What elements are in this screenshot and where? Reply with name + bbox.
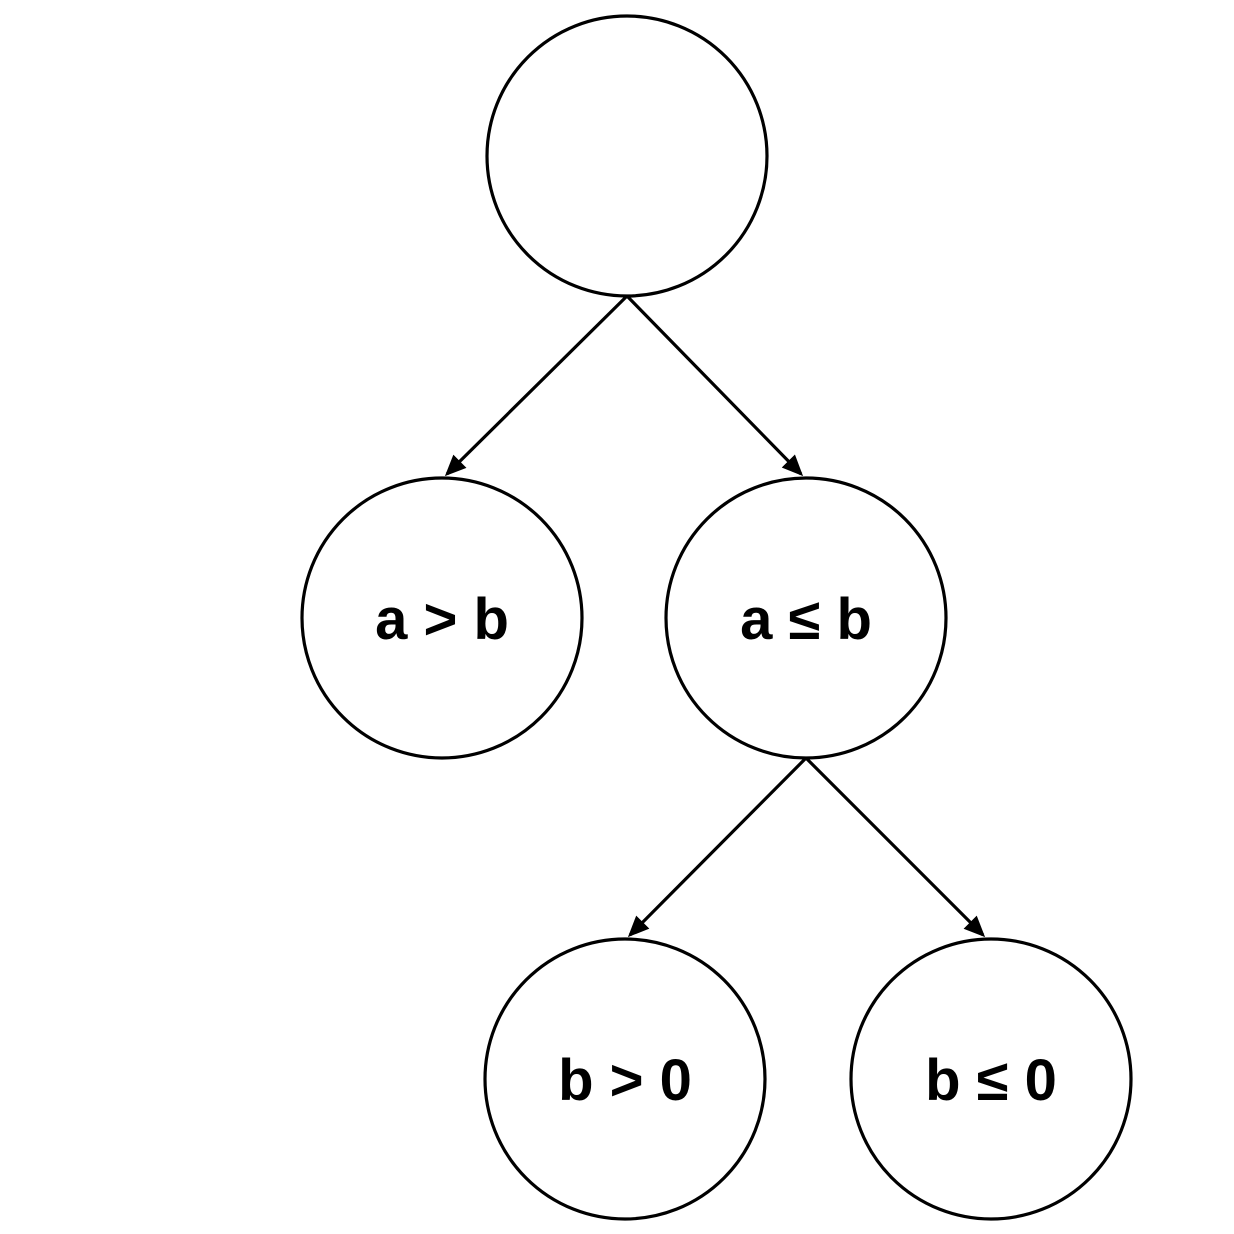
edge-root-to-right [625,294,804,477]
tree-edges [444,294,986,938]
node-label-a-lessequal-b: a ≤ b [740,587,872,652]
edge-right-to-bottom-right [804,756,986,938]
tree-node-root [485,14,769,298]
edge-right-to-bottom-left [627,756,808,938]
edge-root-to-left [444,294,629,477]
node-label-a-greater-b: a > b [375,587,509,652]
tree-node-b-lessequal-0 [849,937,1133,1221]
tree-node-a-greater-b [300,476,584,760]
tree-node-labels: a > b a ≤ b b > 0 b ≤ 0 [375,587,1057,1113]
node-label-b-lessequal-0: b ≤ 0 [925,1048,1057,1113]
node-label-b-greater-0: b > 0 [558,1048,692,1113]
tree-node-b-greater-0 [483,937,767,1221]
tree-nodes [300,14,1133,1221]
